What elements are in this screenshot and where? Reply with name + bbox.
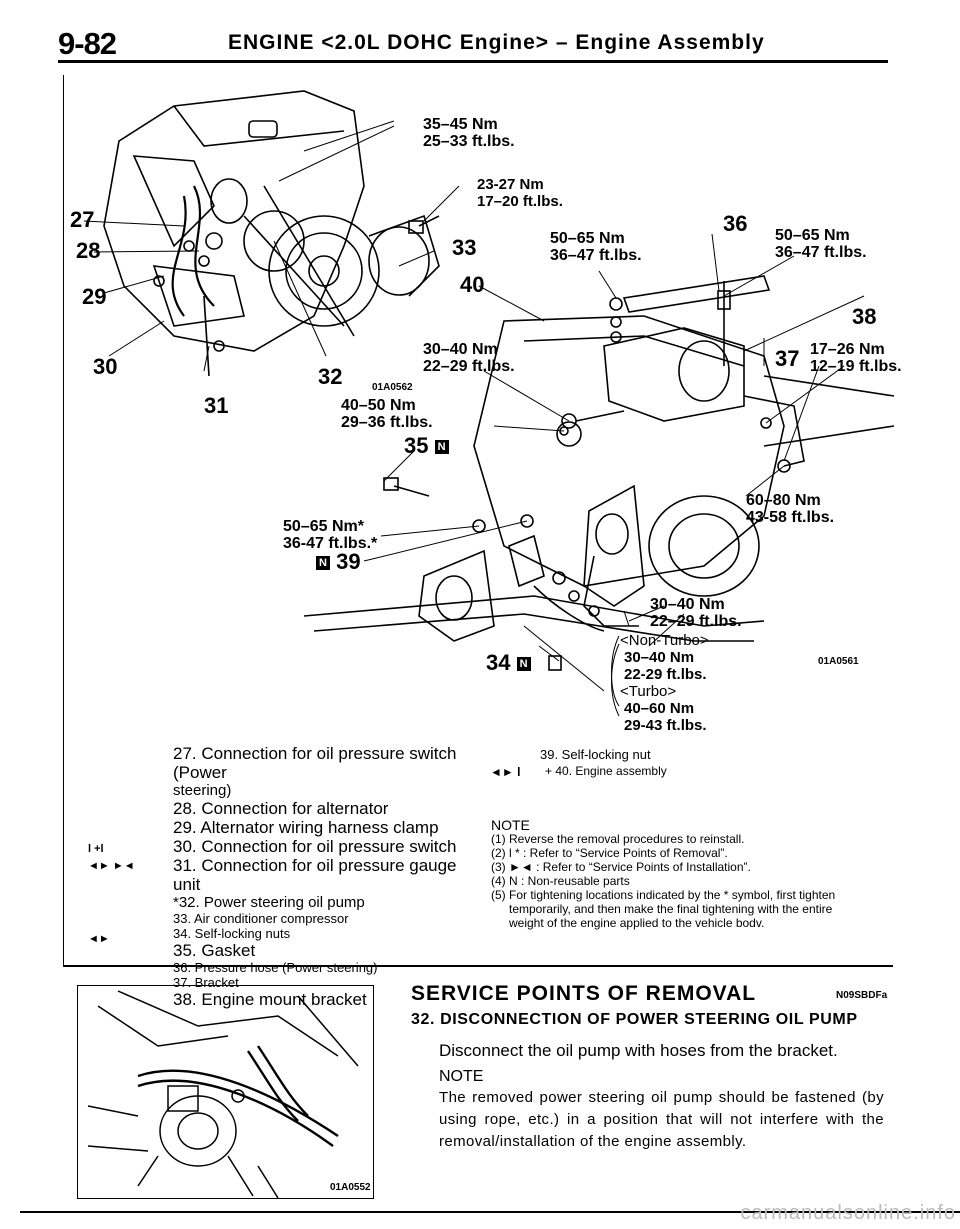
footer-rule: [20, 1211, 960, 1213]
callout-36: 36: [723, 211, 748, 236]
legend-item: + 40. Engine assembly: [545, 764, 667, 778]
installation-mark: ◄► ►◄: [88, 860, 135, 872]
torque-label: 50–65 Nm*36-47 ft.lbs.*: [283, 518, 378, 552]
note-title: NOTE: [491, 817, 530, 833]
pump-figure-frame: 01A0552: [77, 985, 374, 1199]
callout-39: N 39: [316, 549, 361, 575]
legend-item: 39. Self-locking nut: [540, 747, 651, 762]
torque-label-turbo: <Non-Turbo> 30–40 Nm 22-29 ft.lbs. <Turb…: [620, 632, 709, 734]
watermark: carmanualsonline.info: [740, 1202, 956, 1224]
callout-29: 29: [82, 284, 107, 309]
note-label: NOTE: [439, 1068, 484, 1085]
non-reusable-icon: N: [316, 556, 330, 571]
callout-31: 31: [204, 393, 229, 418]
note-item: (4)N : Non-reusable parts: [491, 874, 630, 888]
section-heading: SERVICE POINTS OF REMOVAL: [411, 982, 757, 1005]
pump-figure: [87, 990, 359, 1199]
legend-item: 36. Pressure hose (Power steering): [173, 960, 378, 975]
legend-item: 31. Connection for oil pressure gauge un…: [173, 856, 457, 894]
callout-35: 35 N: [404, 433, 449, 459]
callout-38: 38: [852, 304, 877, 329]
non-reusable-icon: N: [434, 440, 449, 455]
callout-28: 28: [76, 238, 101, 263]
service-paragraph: The removed power steering oil pump shou…: [439, 1089, 884, 1150]
section-code: N09SBDFa: [836, 990, 888, 1001]
header-rule: [58, 60, 888, 63]
legend-item: 34. Self-locking nuts: [173, 926, 291, 941]
figure-code: 01A0561: [818, 656, 859, 667]
legend-item: 28. Connection for alternator: [173, 799, 389, 818]
legend-item: 30. Connection for oil pressure switch: [173, 837, 457, 856]
figure-code: 01A0552: [330, 1182, 371, 1193]
legend-item: *32. Power steering oil pump: [173, 894, 365, 911]
legend-item: steering): [173, 782, 232, 799]
engine-assembly-diagram: [83, 90, 894, 717]
note-item: (2)l * : Refer to “Service Points of Rem…: [491, 846, 728, 860]
non-reusable-icon: N: [516, 657, 531, 672]
service-paragraph: Disconnect the oil pump with hoses from …: [439, 1041, 838, 1060]
note-item: (1)Reverse the removal procedures to rei…: [491, 832, 745, 846]
page-title: ENGINE <2.0L DOHC Engine> – Engine Assem…: [228, 31, 765, 54]
left-margin-rule: [63, 75, 64, 965]
legend-item: 29. Alternator wiring harness clamp: [173, 818, 439, 837]
callout-33: 33: [452, 235, 477, 260]
figure-code: 01A0562: [372, 382, 413, 393]
callout-32: 32: [318, 364, 343, 389]
callout-30: 30: [93, 354, 118, 379]
legend-item: 37. Bracket: [173, 975, 239, 990]
section-subheading: 32. DISCONNECTION OF POWER STEERING OIL …: [411, 1011, 858, 1028]
callout-34: 34 N: [486, 650, 531, 676]
note-item: (3)►◄ : Refer to “Service Points of Inst…: [491, 860, 751, 874]
installation-mark: ◄► l: [490, 765, 521, 779]
parts-legend-left: 27. Connection for oil pressure switch (…: [173, 744, 473, 1009]
legend-item: 35. Gasket: [173, 941, 256, 960]
removal-mark: l +l: [88, 843, 104, 855]
page-number: 9-82: [58, 26, 117, 61]
callout-37: 37: [775, 346, 800, 371]
note-block: NOTE (1)Reverse the removal procedures t…: [491, 818, 869, 930]
note-item: (5)For tightening locations indicated by…: [491, 888, 836, 930]
section-divider: [63, 965, 893, 967]
callout-40: 40: [460, 272, 485, 297]
callout-27: 27: [70, 207, 95, 232]
legend-item: 33. Air conditioner compressor: [173, 911, 349, 926]
legend-item: 27. Connection for oil pressure switch (…: [173, 744, 457, 782]
legend-item: 38. Engine mount bracket: [173, 990, 367, 1009]
installation-mark: ◄►: [88, 933, 110, 945]
